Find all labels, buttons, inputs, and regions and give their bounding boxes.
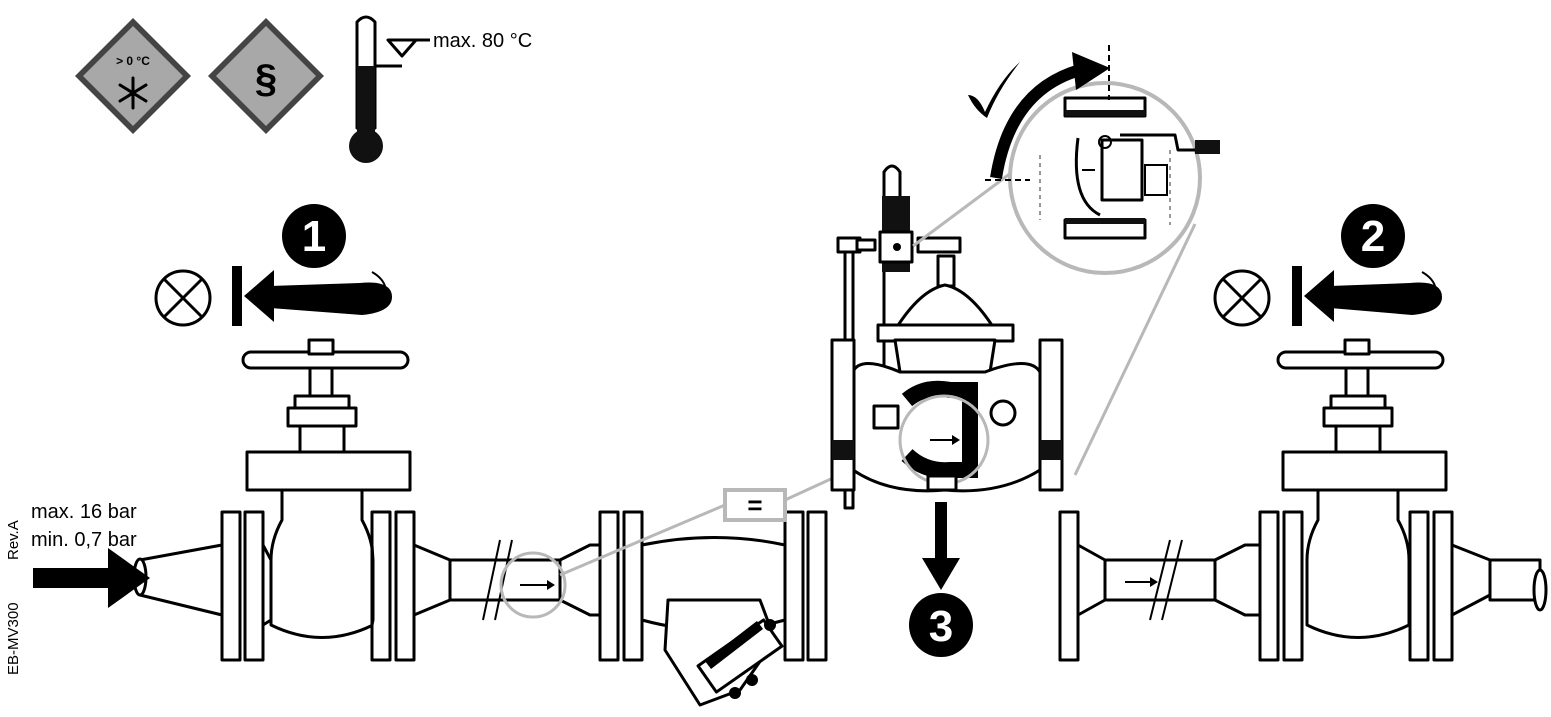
circled-x-icon	[1213, 269, 1271, 327]
flow-arrow-icon	[33, 548, 150, 608]
circled-x-icon	[154, 269, 212, 327]
snowflake-icon	[118, 76, 148, 110]
step-3-number: 3	[929, 602, 953, 651]
inlet-gate-valve	[132, 338, 416, 662]
pressure-min-label: min. 0,7 bar	[31, 529, 137, 551]
rotate-arrow-icon	[232, 266, 392, 326]
outlet-gate-valve	[1258, 338, 1548, 662]
outlet-pipe-segment	[1058, 510, 1262, 662]
pressure-max-label: max. 16 bar	[31, 501, 137, 523]
document-code-label: EB-MV300	[5, 602, 22, 675]
regulation-warning-sign: §	[208, 18, 324, 134]
y-strainer	[598, 510, 828, 707]
inlet-pipe-segment	[412, 539, 602, 621]
step-2-badge: 2	[1341, 204, 1405, 268]
step-2-number: 2	[1361, 212, 1385, 261]
detail-magnifier	[912, 81, 1220, 476]
paragraph-sign-label: §	[255, 57, 277, 101]
checkmark-icon	[968, 62, 1020, 118]
equal-sign-label: =	[747, 490, 762, 520]
frost-warning-sign: > 0 °C	[75, 18, 191, 134]
step-1-number: 1	[302, 212, 326, 261]
step-1-badge: 1	[282, 204, 346, 268]
drain-arrow-icon	[922, 502, 960, 590]
control-valve	[830, 164, 1064, 510]
revision-label: Rev.A	[5, 520, 22, 560]
step-3-badge: 3	[909, 593, 973, 657]
flow-detail-callout	[499, 551, 567, 619]
thermometer-icon	[349, 15, 430, 163]
rotate-direction-icon	[985, 45, 1110, 181]
rotate-arrow-icon	[1292, 266, 1442, 326]
frost-sign-label: > 0 °C	[116, 54, 150, 68]
temperature-label: max. 80 °C	[433, 30, 532, 52]
